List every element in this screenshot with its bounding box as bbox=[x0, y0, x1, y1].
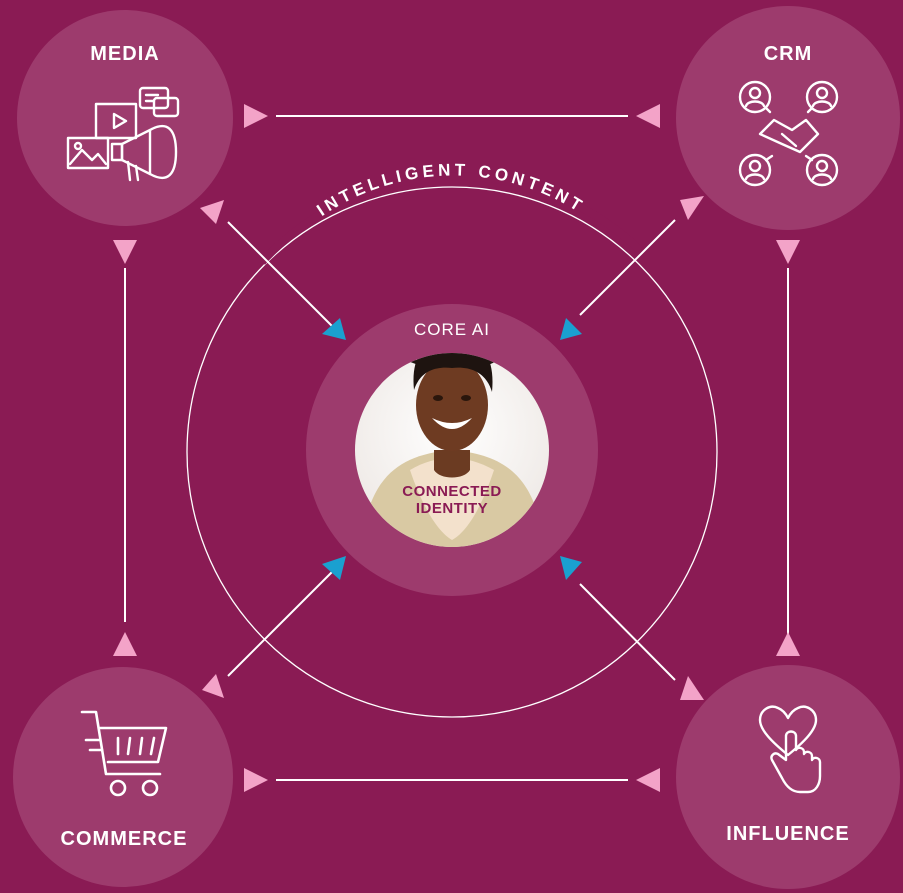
connected-identity-label: CONNECTED IDENTITY bbox=[352, 483, 552, 517]
arrow-down-left bbox=[113, 240, 137, 264]
arrow-up-left bbox=[113, 632, 137, 656]
node-crm-circle bbox=[676, 6, 900, 230]
arrow-right-bottom bbox=[244, 768, 268, 792]
influence-label: INFLUENCE bbox=[726, 823, 850, 845]
neck bbox=[434, 450, 470, 478]
arrow-left-top bbox=[636, 104, 660, 128]
smile bbox=[432, 418, 472, 429]
intelligent-content-label: INTELLIGENT CONTENT bbox=[313, 160, 588, 219]
arrow-left-bottom bbox=[636, 768, 660, 792]
node-commerce-circle bbox=[13, 667, 233, 887]
arrow-commerce-diag bbox=[202, 674, 224, 698]
shopping-cart-icon bbox=[80, 710, 168, 797]
arrow-down-right bbox=[776, 240, 800, 264]
pink-arrows bbox=[113, 104, 800, 792]
face bbox=[416, 359, 488, 451]
line-media-core bbox=[227, 221, 333, 327]
outer-ring bbox=[186, 186, 718, 718]
identity-line-1: CONNECTED bbox=[402, 483, 502, 500]
ring-gap bbox=[259, 172, 643, 265]
arrow-blue-top-right bbox=[560, 318, 582, 340]
arrow-blue-bottom-right bbox=[560, 556, 582, 580]
hair bbox=[413, 353, 493, 392]
arrow-blue-top-left bbox=[322, 318, 346, 340]
blue-arrows bbox=[322, 318, 582, 580]
node-media-circle bbox=[17, 10, 233, 226]
arrow-crm-diag bbox=[680, 196, 704, 220]
node-influence-circle bbox=[676, 665, 900, 889]
handshake-network-icon bbox=[738, 80, 839, 187]
line-influence-core bbox=[579, 583, 676, 681]
line-crm-core bbox=[579, 219, 676, 316]
media-label: MEDIA bbox=[90, 43, 160, 65]
arrow-right-top bbox=[244, 104, 268, 128]
heart-tap-icon bbox=[758, 705, 822, 794]
arrow-influence-diag bbox=[680, 676, 704, 700]
core-ai-label: CORE AI bbox=[414, 320, 490, 339]
commerce-label: COMMERCE bbox=[60, 828, 188, 850]
arrow-media-diag bbox=[200, 200, 224, 224]
megaphone-media-icon bbox=[66, 86, 180, 182]
arrow-up-right bbox=[776, 632, 800, 656]
identity-line-2: IDENTITY bbox=[415, 500, 489, 517]
connector-lines bbox=[124, 115, 789, 781]
arrow-blue-bottom-left bbox=[322, 556, 346, 580]
tshirt bbox=[410, 458, 494, 540]
line-commerce-core bbox=[227, 571, 333, 677]
smiling-man-portrait bbox=[360, 353, 545, 547]
crm-label: CRM bbox=[763, 43, 813, 65]
